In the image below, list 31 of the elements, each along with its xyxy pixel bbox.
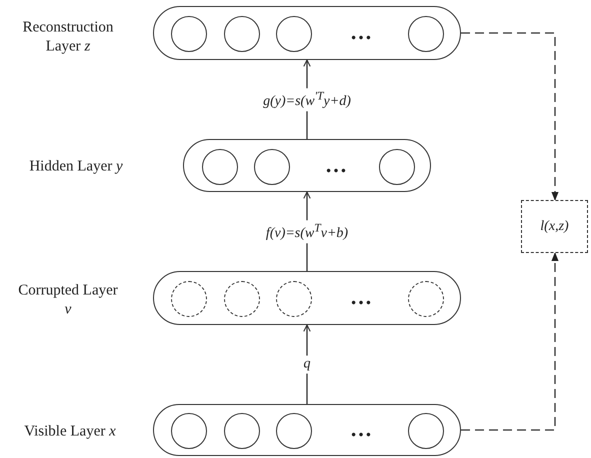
arrow: [303, 324, 311, 404]
edge-label: g(y)=s(w$^{'T}$y+d): [261, 88, 353, 112]
neuron-circle: [202, 148, 238, 184]
loss-box: [521, 200, 588, 253]
neuron-circle: [171, 16, 207, 52]
neuron-circle: [254, 148, 290, 184]
edge-label: f(v)=s(w$^{T}$v+b): [264, 220, 350, 244]
loss-label: l(x,z): [540, 218, 569, 234]
neuron-circle: [408, 413, 444, 449]
neuron-circle: [224, 16, 260, 52]
layer-capsule: [153, 271, 461, 325]
edge-label: q: [302, 355, 312, 374]
arrow: [461, 32, 559, 201]
ellipsis: …: [350, 20, 372, 43]
neuron-circle: [224, 413, 260, 449]
neuron-circle: [171, 413, 207, 449]
layer-label: Corrupted Layer v: [18, 281, 118, 319]
layer-label: Hidden Layer y: [28, 158, 124, 176]
ellipsis: …: [350, 286, 372, 308]
neuron-circle: [379, 148, 415, 184]
layer-capsule: [153, 6, 461, 60]
neuron-circle: [408, 16, 444, 52]
layer-capsule: [183, 139, 431, 192]
layer-label: Reconstruction Layer z: [22, 18, 114, 56]
arrow: [461, 252, 559, 431]
neuron-circle: [276, 413, 312, 449]
layer-capsule: [153, 404, 461, 456]
layer-label: Visible Layer x: [23, 422, 117, 442]
ellipsis: …: [350, 418, 372, 440]
neuron-circle: [276, 16, 312, 52]
ellipsis: …: [325, 153, 347, 176]
